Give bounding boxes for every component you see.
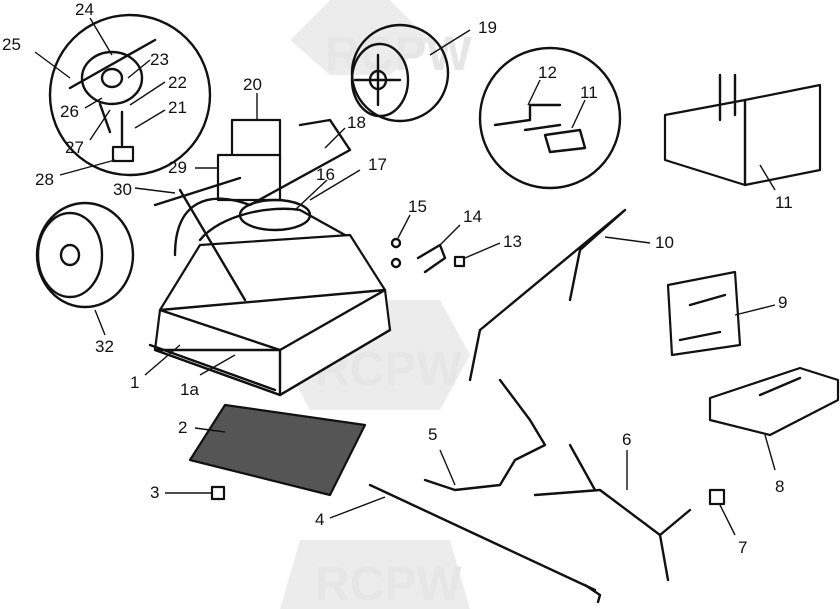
label-1: 1 (130, 373, 139, 392)
label-7: 7 (738, 538, 747, 557)
tube-5 (423, 378, 547, 492)
label-8: 8 (775, 477, 784, 496)
label-4: 4 (315, 510, 324, 529)
label-12: 11 (580, 83, 598, 102)
label-9: 9 (778, 293, 787, 312)
label-32: 32 (95, 337, 114, 356)
label-14: 13 (503, 232, 522, 251)
label-23: 22 (168, 73, 187, 92)
label-11: 11 (775, 193, 793, 212)
label-30: 29 (168, 158, 187, 177)
frame-6 (533, 443, 726, 582)
label-6: 6 (622, 430, 631, 449)
watermark-bottom: RCPW (280, 540, 470, 609)
label-1a: 1a (180, 380, 199, 399)
label-26: 25 (2, 35, 21, 54)
label-27: 26 (60, 102, 79, 121)
label-2: 2 (178, 418, 187, 437)
detail-circle-parts-12-13 (478, 46, 622, 190)
label-21: 20 (243, 75, 262, 94)
lid-8 (708, 366, 840, 437)
label-25: 24 (75, 0, 94, 19)
watermark-text-bottom: RCPW (315, 558, 462, 609)
label-29: 28 (35, 170, 54, 189)
handle-10 (468, 208, 627, 382)
wheel-32 (35, 201, 135, 309)
label-28: 27 (65, 138, 84, 157)
label-3: 3 (150, 483, 159, 502)
label-31: 30 (113, 180, 132, 199)
screen-2 (188, 403, 367, 501)
decal-9 (666, 270, 742, 357)
leader-lines (34, 17, 776, 536)
small-parts (390, 237, 466, 274)
label-20: 19 (478, 18, 497, 37)
watermark-top: RCPW (290, 0, 472, 81)
label-17: 16 (316, 165, 335, 184)
label-24: 23 (150, 50, 169, 69)
part-labels: 24 25 23 22 21 26 27 28 20 19 12 11 18 1… (2, 0, 793, 557)
rod-4 (368, 483, 602, 604)
label-10: 10 (655, 233, 674, 252)
label-22: 21 (168, 98, 187, 117)
label-15: 14 (463, 207, 482, 226)
detail-circle-hub (48, 13, 212, 177)
label-18: 17 (368, 155, 387, 174)
wheel-20 (350, 23, 450, 123)
label-16: 15 (408, 197, 427, 216)
deflector-11 (663, 73, 822, 187)
label-19: 18 (347, 113, 366, 132)
label-5: 5 (428, 425, 437, 444)
label-13: 12 (538, 63, 557, 82)
